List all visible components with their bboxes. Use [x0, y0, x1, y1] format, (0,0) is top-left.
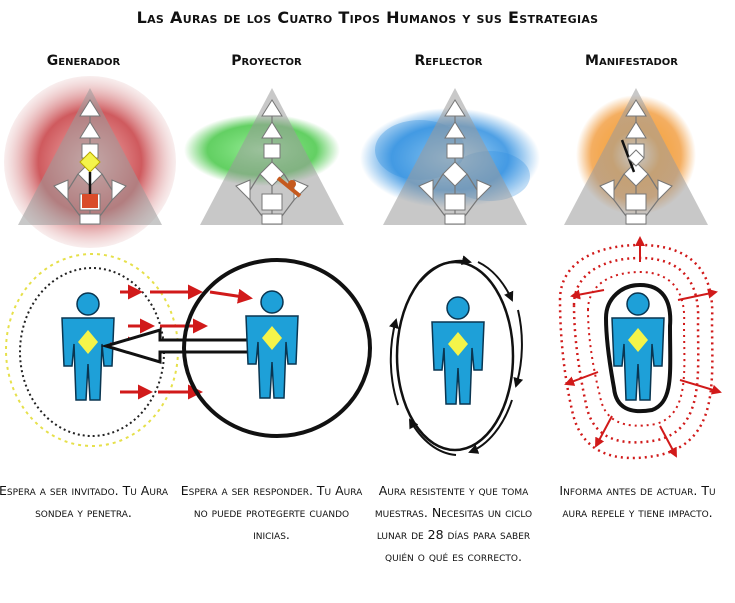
type-label-reflector: Reflector: [414, 53, 483, 69]
proyector-aura-bodygraph: [184, 87, 345, 226]
proyector-absorb-arrow: [100, 327, 252, 365]
generador-aura-bodygraph: [4, 76, 176, 248]
reflector-aura-bodygraph: [360, 87, 540, 226]
type-label-manifestador: Manifestador: [585, 53, 678, 69]
reflector-aura-diagram: [389, 255, 524, 456]
reflector-description: Aura resistente y que toma muestras. Nec…: [374, 483, 533, 564]
proyector-description: Espera a ser responder. Tu Aura no puede…: [180, 483, 363, 542]
page-title: Las Auras de los Cuatro Tipos Humanos y …: [136, 8, 599, 27]
manifestador-aura-bodygraph: [563, 87, 709, 226]
type-label-proyector: Proyector: [231, 53, 302, 69]
generador-description: Espera a ser invitado. Tu Aura sondea y …: [0, 483, 168, 520]
manifestador-aura-diagram: [558, 236, 722, 460]
proyector-aura-diagram: [182, 258, 372, 438]
manifestador-description: Informa antes de actuar. Tu aura repele …: [559, 483, 716, 520]
type-label-generador: Generador: [46, 53, 121, 69]
